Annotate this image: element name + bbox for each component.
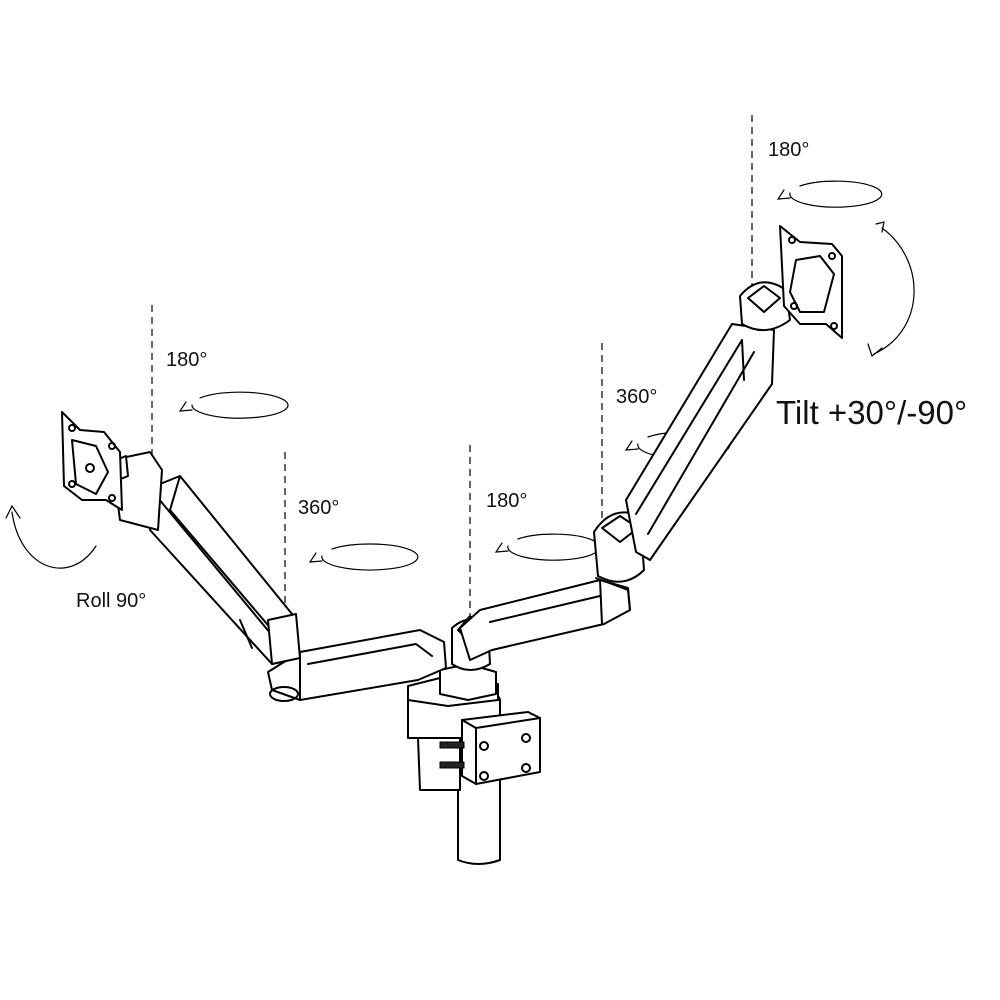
left-pivot-rotation-label: 180° [166,349,207,371]
clamp-bolt-icon [439,741,465,769]
left-upper-arm [149,475,301,665]
left-lower-arm [267,629,447,702]
right-lower-arm [459,579,631,661]
right-pivot-rotation-arrow [776,180,883,208]
tilt-label: Tilt +30°/-90° [776,394,967,431]
clamp-screw-icon [479,771,489,781]
roll-arrow-icon [5,504,97,569]
right-upper-arm [625,323,775,561]
right-pivot-rotation-label: 180° [768,139,809,161]
clamp-screw-icon [479,741,489,751]
clamp-screw-icon [521,763,531,773]
center-rotation-arrow [494,533,601,561]
desk-clamp [407,699,541,791]
left-vesa-plate [61,411,123,511]
roll-label: Roll 90° [76,590,146,612]
right-vesa-plate [779,225,843,339]
tilt-arrow-icon [867,221,915,358]
center-rotation-label: 180° [486,490,527,512]
left-elbow-rotation-label: 360° [298,497,339,519]
clamp-screw-icon [521,733,531,743]
right-elbow-rotation-label: 360° [616,386,657,408]
left-elbow-rotation-arrow [308,543,419,571]
left-pivot-rotation-arrow [178,391,289,419]
